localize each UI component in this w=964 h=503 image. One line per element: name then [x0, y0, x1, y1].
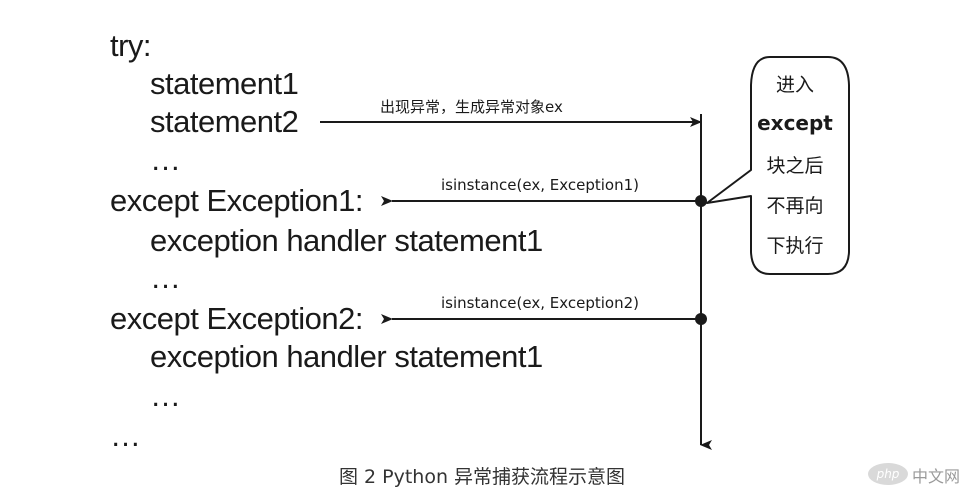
try-keyword: try: — [110, 28, 152, 63]
speech-bubble — [706, 56, 850, 275]
bubble-line-3: 块之后 — [766, 155, 824, 177]
ellipsis-1: … — [150, 142, 181, 177]
raise-label: 出现异常，生成异常对象ex — [380, 98, 563, 116]
ellipsis-4: … — [110, 418, 141, 453]
bubble-line-1: 进入 — [775, 74, 814, 96]
handler-statement-2: exception handler statement1 — [150, 339, 543, 374]
isinstance-label-2: isinstance(ex, Exception2) — [441, 294, 639, 312]
isinstance-label-1: isinstance(ex, Exception1) — [441, 176, 639, 194]
ellipsis-2: … — [150, 260, 181, 295]
ellipsis-3: … — [150, 378, 181, 413]
except-clause-2: except Exception2: — [110, 301, 363, 336]
statement-1: statement1 — [150, 66, 299, 101]
bubble-line-2: except — [757, 111, 833, 135]
svg-text:php: php — [876, 467, 900, 481]
figure-caption: 图 2 Python 异常捕获流程示意图 — [338, 466, 626, 488]
bubble-line-4: 不再向 — [766, 195, 824, 217]
bubble-line-5: 下执行 — [766, 235, 824, 257]
php-logo-icon: php — [868, 463, 908, 485]
watermark-text: 中文网 — [912, 467, 961, 486]
junction-dot-2 — [695, 313, 707, 325]
handler-statement-1: exception handler statement1 — [150, 223, 543, 258]
junction-dot-1 — [695, 195, 707, 207]
statement-2: statement2 — [150, 104, 299, 139]
except-clause-1: except Exception1: — [110, 183, 363, 218]
php-cn-logo: php 中文网 — [866, 458, 962, 490]
